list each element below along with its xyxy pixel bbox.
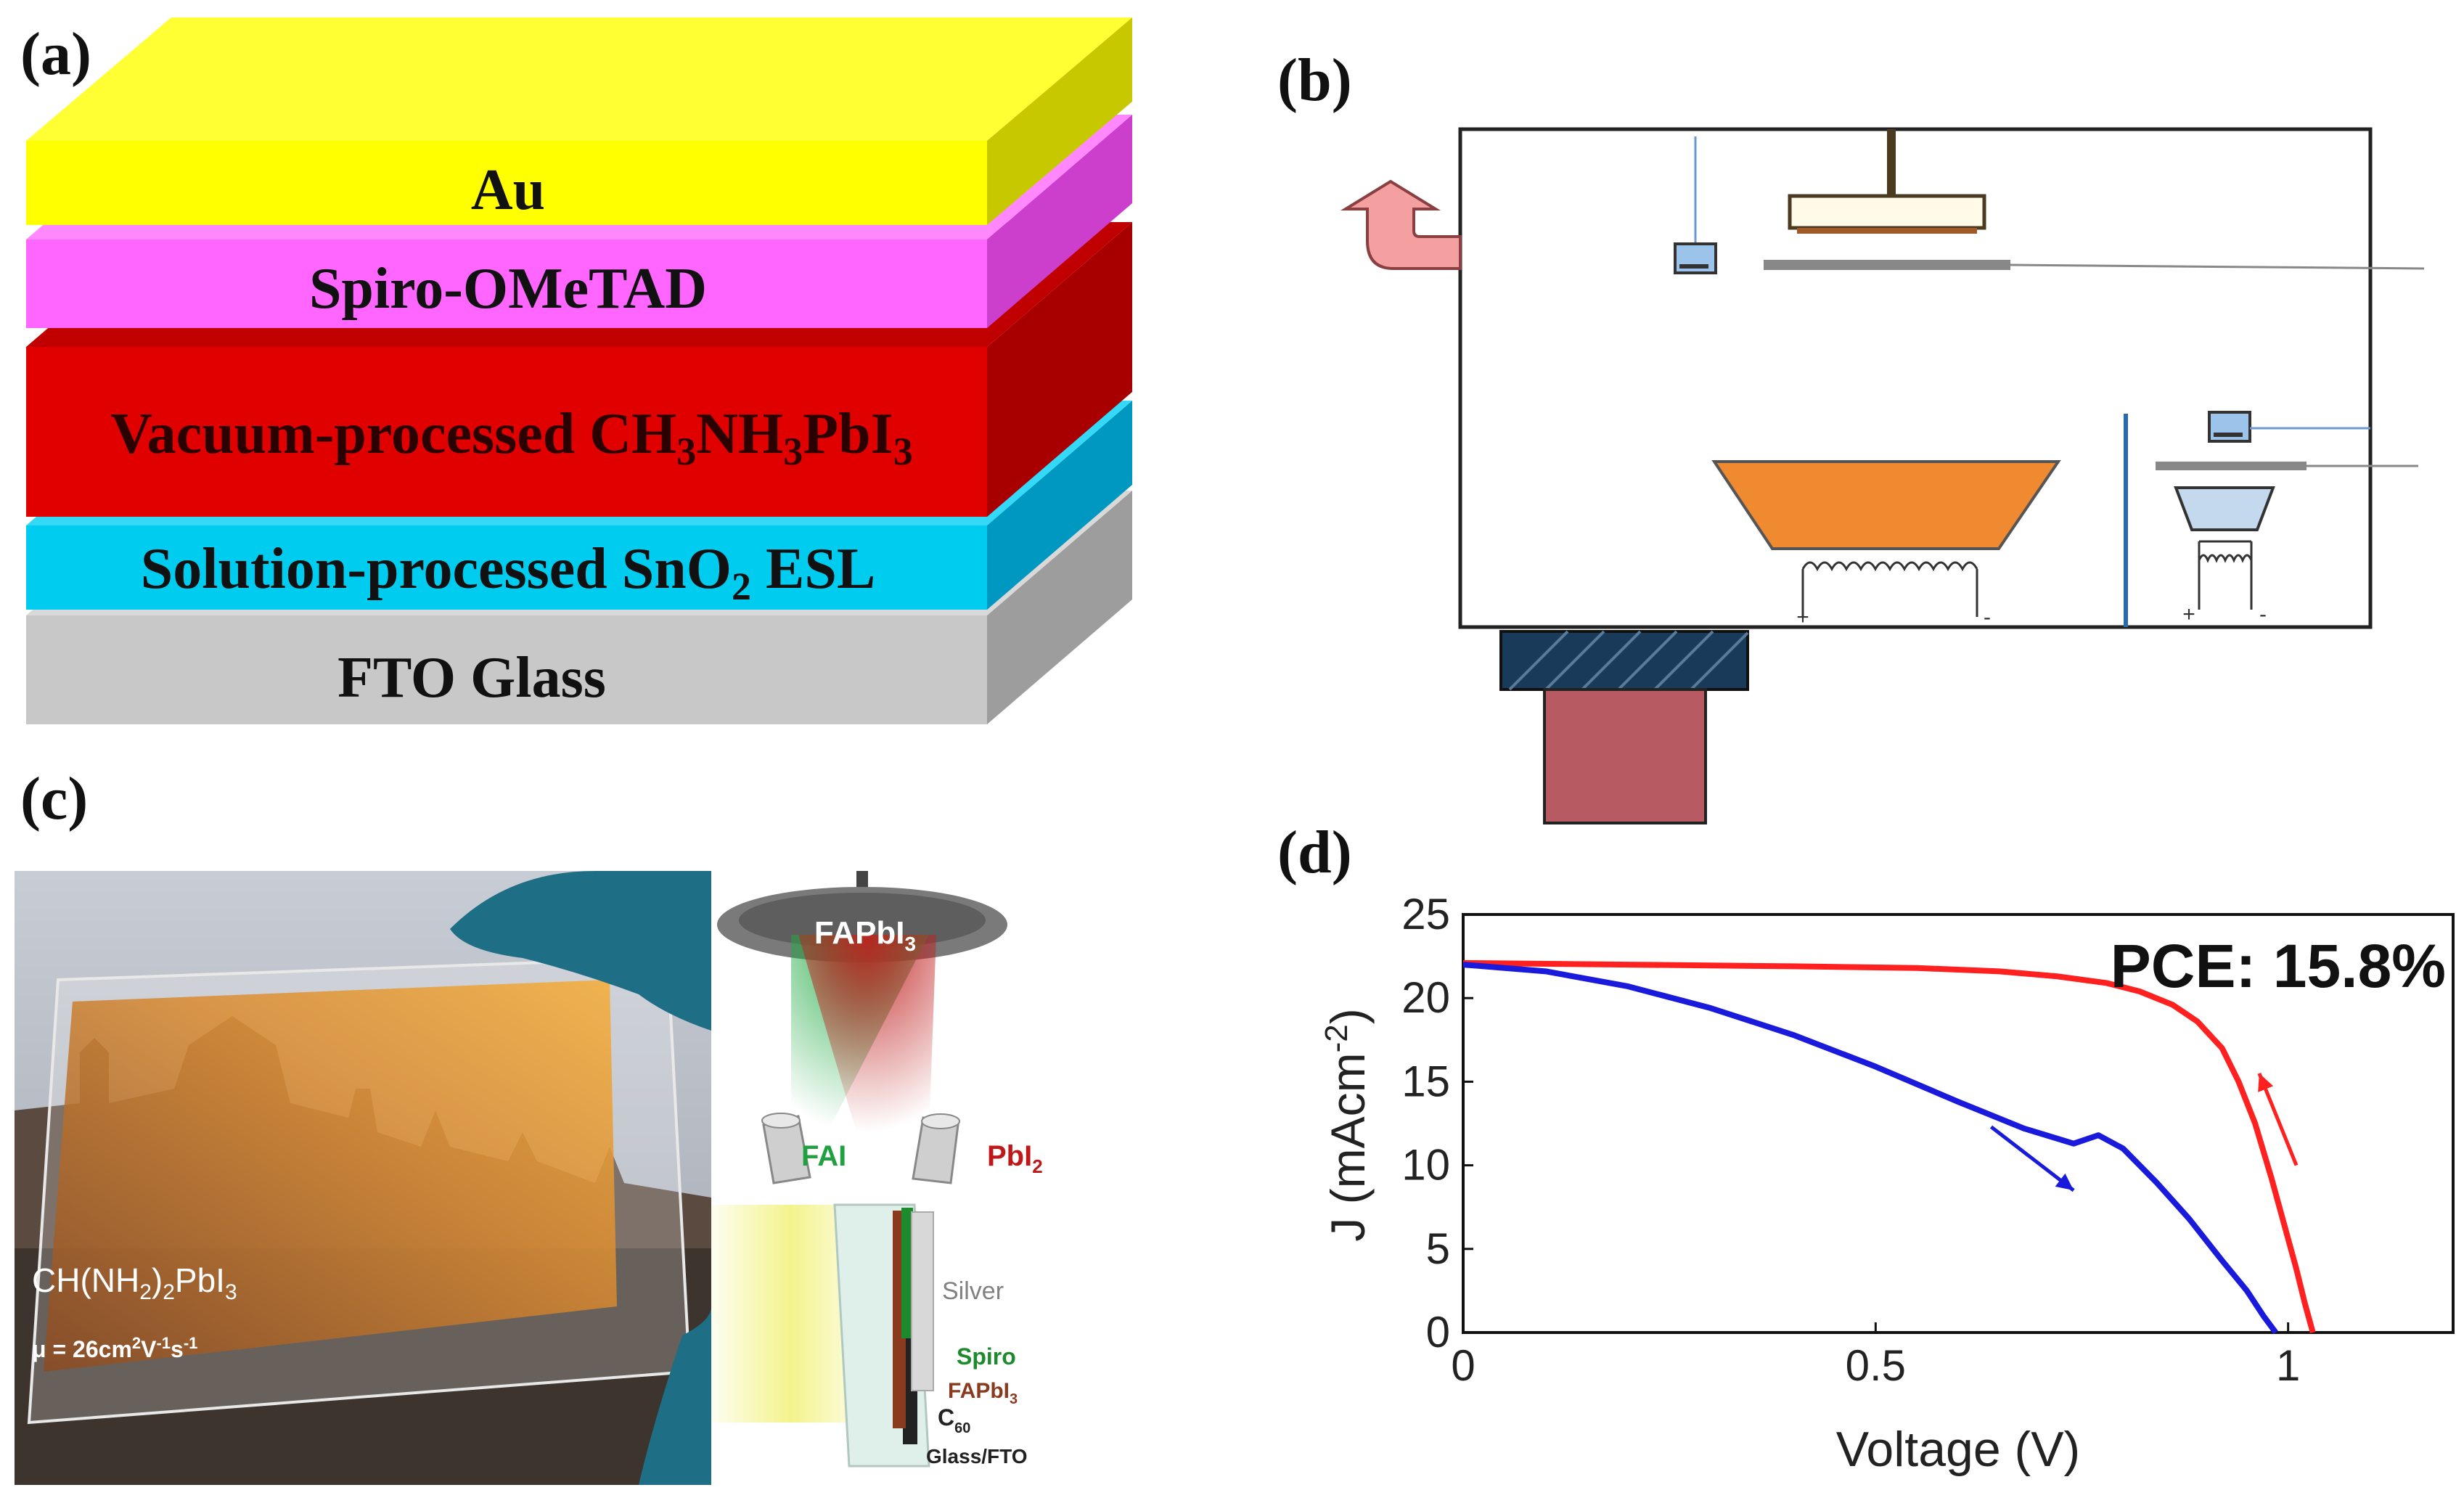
secondary-evaporation-source bbox=[2174, 486, 2275, 531]
perovskite-film bbox=[44, 980, 617, 1372]
secondary-source-plus: + bbox=[2182, 602, 2195, 626]
substrate-shutter bbox=[1764, 260, 2010, 270]
layer-au-label: Au bbox=[471, 158, 545, 222]
x-tick-label: 0 bbox=[1451, 1341, 1475, 1390]
x-tick-label: 1 bbox=[2276, 1341, 2300, 1390]
co-evaporation-diagram: FAPbI3 FAI PbI2 Silver Spiro FAPbI3 C60 … bbox=[711, 871, 1043, 1468]
glove bbox=[450, 871, 711, 1031]
layer-au: Au bbox=[26, 17, 1132, 225]
fai-label: FAI bbox=[801, 1140, 846, 1172]
main-source-plus: + bbox=[1796, 605, 1809, 629]
pump-flange bbox=[1499, 630, 1749, 691]
secondary-source-minus: - bbox=[2259, 602, 2267, 626]
evaporation-chamber-diagram: + - + - bbox=[1340, 127, 2425, 824]
pbi2-source-icon bbox=[912, 1113, 960, 1184]
y-tick-label: 10 bbox=[1401, 1141, 1450, 1190]
layer-stack-diagram: FTO Glass Solution-processed SnO2 ESL Va… bbox=[26, 17, 1132, 724]
target-label: FAPbI3 bbox=[814, 915, 916, 955]
device-silver bbox=[911, 1211, 934, 1391]
layer-spiro-label: Spiro-OMeTAD bbox=[309, 257, 707, 321]
c60-label: C60 bbox=[938, 1404, 970, 1436]
y-tick-label: 25 bbox=[1401, 890, 1450, 938]
fapbi3-label: FAPbI3 bbox=[948, 1379, 1018, 1407]
vacuum-pump bbox=[1543, 688, 1707, 824]
spiro-label: Spiro bbox=[957, 1343, 1016, 1370]
x-tick-label: 0.5 bbox=[1846, 1341, 1906, 1390]
y-tick-label: 20 bbox=[1401, 973, 1450, 1022]
device-spiro bbox=[901, 1208, 913, 1338]
pbi2-label: PbI2 bbox=[987, 1140, 1043, 1177]
chamber-divider bbox=[2124, 414, 2128, 627]
x-axis-label: Voltage (V) bbox=[1836, 1422, 2080, 1477]
exhaust-arrow-icon bbox=[1340, 179, 1462, 270]
thickness-sensor-2-icon bbox=[2208, 411, 2251, 443]
panel-a-label: (a) bbox=[20, 20, 91, 88]
photo-formula: CH(NH2)2PbI3 bbox=[32, 1261, 237, 1304]
panel-c-label: (c) bbox=[20, 765, 89, 832]
panel-d-label: (d) bbox=[1277, 819, 1352, 886]
sweep-arrow-blue-icon bbox=[1989, 1125, 2075, 1192]
y-tick-label: 5 bbox=[1426, 1224, 1450, 1273]
sweep-arrow-red-icon bbox=[2257, 1072, 2299, 1166]
silver-label: Silver bbox=[942, 1277, 1004, 1305]
layer-perovskite-label: Vacuum-processed CH3NH3PbI3 bbox=[110, 402, 913, 473]
pce-annotation: PCE: 15.8% bbox=[2111, 932, 2446, 1000]
panel-b-label: (b) bbox=[1277, 46, 1352, 114]
series-line-red bbox=[1462, 959, 2316, 1334]
main-evaporation-source bbox=[1711, 460, 2061, 550]
main-source-minus: - bbox=[1984, 605, 1991, 629]
plot-frame bbox=[1462, 913, 2455, 1334]
series-line-blue bbox=[1462, 962, 2278, 1335]
y-tick-label: 0 bbox=[1426, 1308, 1450, 1356]
photo-mobility: μ = 26cm2V-1s-1 bbox=[32, 1334, 197, 1362]
y-axis-label: J (mAcm-2) bbox=[1319, 1008, 1375, 1241]
layer-fto-label: FTO Glass bbox=[337, 646, 606, 710]
y-tick-label: 15 bbox=[1401, 1057, 1450, 1105]
perovskite-photo: CH(NH2)2PbI3 μ = 26cm2V-1s-1 bbox=[15, 871, 711, 1485]
substrate-holder bbox=[1788, 129, 1986, 234]
glass-fto-label: Glass/FTO bbox=[926, 1445, 1028, 1468]
source-shutter bbox=[2156, 462, 2307, 470]
layer-sno2-label: Solution-processed SnO2 ESL bbox=[141, 537, 875, 608]
fai-source-icon bbox=[761, 1113, 811, 1184]
